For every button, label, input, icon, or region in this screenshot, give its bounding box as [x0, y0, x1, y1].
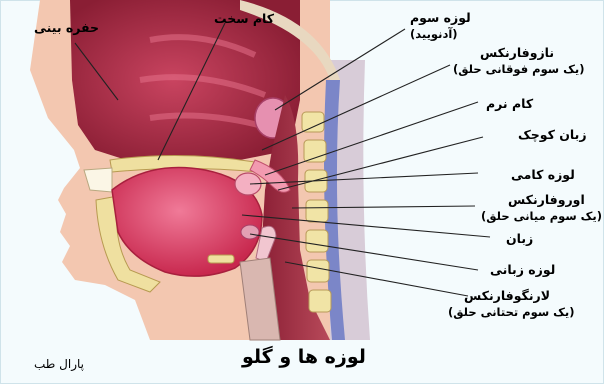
label-nasopharynx: نازوفارنکس [480, 45, 554, 60]
lingual-tonsil-shape [241, 225, 259, 239]
label-nasal-cavity: حفره بینی [34, 20, 99, 35]
label-lingual-tonsil: لوزه زبانی [490, 262, 555, 277]
label-oropharynx: اوروفارنکس [508, 192, 585, 207]
diagram-title: لوزه ها و گلو [242, 346, 366, 368]
label-uvula: زبان کوچک [518, 127, 587, 142]
hyoid-bone [208, 255, 234, 263]
label-laryngopharynx: لارنگوفارنکس [464, 288, 550, 303]
label-laryngopharynx-desc: (یک سوم تحتانی حلق) [448, 305, 574, 319]
label-tongue: زبان [506, 231, 533, 246]
label-nasopharynx-desc: (یک سوم فوقانی حلق) [453, 62, 584, 76]
label-hard-palate: کام سخت [214, 11, 274, 26]
brand-name: پارال طب [34, 357, 84, 371]
label-soft-palate: کام نرم [486, 96, 533, 111]
label-adenoid: (آدنویید) [410, 27, 458, 41]
label-oropharynx-desc: (یک سوم میانی حلق) [481, 209, 602, 223]
label-palatine-tonsil: لوزه کامی [511, 167, 575, 182]
label-third-tonsil: لوزه سوم [410, 10, 471, 25]
